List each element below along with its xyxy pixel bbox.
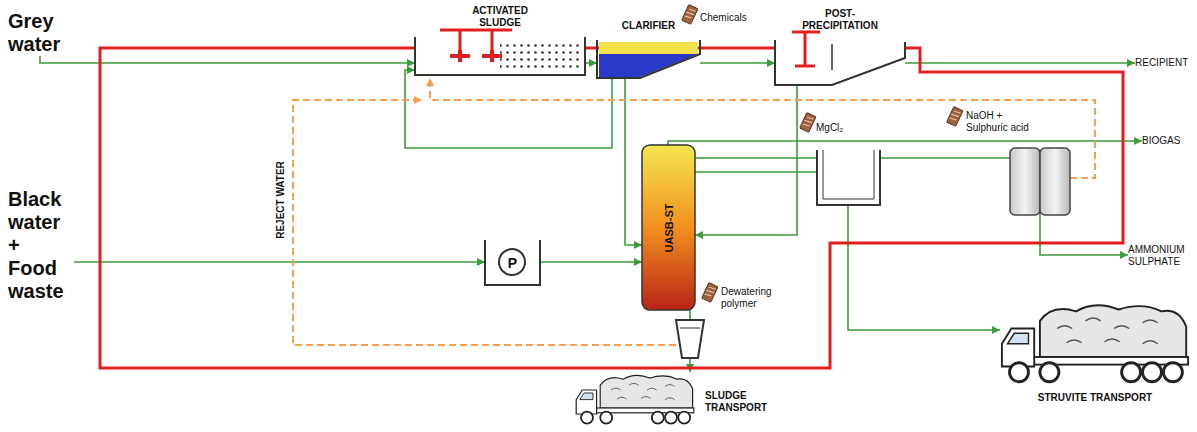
input-label: Grey water	[8, 10, 74, 56]
reject-water-line	[430, 78, 1095, 178]
clarifier-tank	[597, 40, 700, 78]
dosing-label: NaOH + Sulphuric acid	[966, 110, 1044, 134]
pump-pit	[499, 249, 525, 275]
node-text: UASB-ST	[663, 203, 675, 252]
stripping-columns	[1010, 148, 1070, 215]
uasb-reactor	[642, 145, 695, 310]
struvite-reactor	[817, 150, 880, 205]
activated-sludge-tank	[500, 44, 580, 72]
dosing-label: Chemicals	[700, 12, 747, 24]
dewatering-unit	[680, 328, 700, 329]
input-label: Black water + Food waste	[8, 188, 74, 303]
post-precipitation-tank	[831, 44, 833, 70]
dosing-icon	[682, 5, 963, 303]
activated-sludge-tank	[415, 37, 585, 75]
dosing-icon	[682, 5, 698, 25]
node-text: POST- PRECIPITATION	[790, 8, 890, 32]
output-label: RECIPIENT	[1135, 57, 1188, 69]
post-precipitation-tank	[792, 32, 820, 66]
post-precipitation-tank	[775, 40, 905, 85]
dosing-icon	[800, 113, 816, 133]
pump-pit	[485, 240, 540, 285]
reactor-vessel: UASB-ST	[642, 145, 695, 310]
truck-node: SLUDGE TRANSPORT	[575, 372, 695, 426]
output-label: AMMONIUM SULPHATE	[1128, 244, 1192, 268]
flow-line	[668, 141, 1142, 145]
flow-label: REJECT WATER	[275, 161, 287, 239]
node-text: Grey water	[8, 10, 74, 56]
truck-illustration	[576, 375, 694, 423]
flow-line	[585, 62, 597, 64]
clarifier-tank	[599, 42, 698, 54]
node-text: CLARIFIER	[604, 20, 694, 32]
activated-sludge-tank	[415, 30, 585, 75]
struvite-reactor	[823, 150, 874, 199]
dosing-label: MgCl₂	[816, 122, 843, 134]
node-text: AMMONIUM SULPHATE	[1128, 244, 1192, 268]
process-tank: CLARIFIER	[597, 40, 700, 78]
dewatering-unit	[676, 320, 704, 358]
truck-illustration	[576, 305, 1188, 423]
reject-water-line	[293, 100, 676, 345]
dewatering-unit	[676, 320, 704, 358]
node-text: P	[508, 255, 517, 271]
stripping-columns	[1040, 148, 1070, 215]
activated-sludge-tank	[450, 50, 502, 62]
dosing-icon	[702, 283, 718, 303]
process-tank: POST- PRECIPITATION	[775, 40, 905, 85]
pump-pit	[485, 240, 540, 285]
dosing-label: Dewatering polymer	[721, 286, 783, 310]
node-text: ACTIVATED SLUDGE	[450, 5, 550, 29]
pump-box: P	[485, 240, 540, 285]
flow-line	[405, 70, 612, 148]
uasb-reactor	[642, 145, 695, 310]
stripping-columns	[1010, 148, 1040, 215]
truck-illustration	[1002, 305, 1188, 382]
node-text: RECIPIENT	[1135, 57, 1188, 69]
activated-sludge-tank	[440, 30, 512, 56]
output-label: BIOGAS	[1142, 135, 1180, 147]
node-text: STRUVITE TRANSPORT	[1005, 392, 1185, 404]
flow-line	[40, 56, 415, 63]
truck-node: STRUVITE TRANSPORT	[1000, 300, 1190, 386]
flow-line	[905, 62, 1135, 64]
post-precipitation-tank	[775, 32, 905, 85]
node-text: SLUDGE TRANSPORT	[705, 390, 777, 414]
node-text: BIOGAS	[1142, 135, 1180, 147]
system-boundary	[100, 48, 1123, 368]
dosing-icon	[947, 107, 963, 127]
struvite-reactor	[817, 150, 880, 205]
flow-line	[625, 78, 642, 245]
reject-water-line	[293, 78, 1095, 345]
flow-line	[540, 261, 642, 263]
clarifier-tank	[597, 40, 700, 78]
flow-line	[700, 62, 775, 64]
flow-line	[695, 85, 797, 235]
flow-line	[74, 261, 485, 263]
process-tank: ACTIVATED SLUDGE	[415, 37, 585, 75]
node-text: Black water + Food waste	[8, 188, 74, 303]
